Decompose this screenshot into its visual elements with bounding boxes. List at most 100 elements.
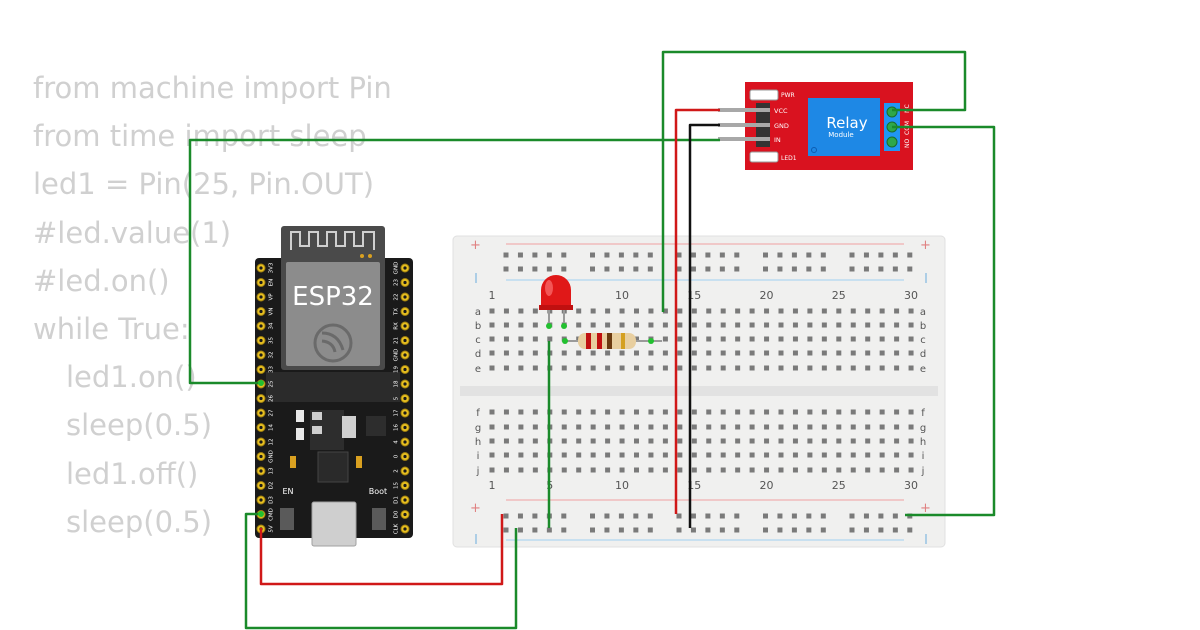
breadboard-hole[interactable]: [778, 322, 784, 328]
breadboard-hole[interactable]: [662, 467, 668, 473]
rail-hole[interactable]: [849, 252, 855, 258]
breadboard-hole[interactable]: [706, 438, 712, 444]
breadboard-hole[interactable]: [836, 350, 842, 356]
breadboard-hole[interactable]: [662, 350, 668, 356]
breadboard-hole[interactable]: [634, 365, 639, 371]
rail-hole[interactable]: [719, 252, 725, 258]
breadboard-hole[interactable]: [850, 350, 856, 356]
rail-hole[interactable]: [503, 527, 509, 533]
breadboard-hole[interactable]: [561, 438, 567, 444]
rail-hole[interactable]: [546, 252, 552, 258]
rail-hole[interactable]: [647, 252, 653, 258]
breadboard-hole[interactable]: [735, 424, 741, 430]
breadboard-hole[interactable]: [792, 409, 798, 415]
rail-hole[interactable]: [633, 266, 639, 272]
breadboard-hole[interactable]: [590, 322, 596, 328]
breadboard-hole[interactable]: [662, 308, 668, 314]
breadboard-hole[interactable]: [821, 365, 827, 371]
rail-hole[interactable]: [907, 527, 913, 533]
breadboard-hole[interactable]: [764, 308, 770, 314]
breadboard-hole[interactable]: [836, 424, 842, 430]
rail-hole[interactable]: [561, 513, 567, 519]
breadboard-hole[interactable]: [879, 424, 885, 430]
breadboard-hole[interactable]: [908, 467, 914, 473]
rail-hole[interactable]: [791, 252, 797, 258]
rail-hole[interactable]: [676, 252, 682, 258]
breadboard-hole[interactable]: [518, 438, 524, 444]
breadboard-hole[interactable]: [749, 409, 755, 415]
breadboard-hole[interactable]: [518, 452, 524, 458]
breadboard-hole[interactable]: [894, 438, 900, 444]
breadboard-hole[interactable]: [634, 308, 639, 314]
breadboard-hole[interactable]: [677, 308, 683, 314]
rail-hole[interactable]: [705, 252, 711, 258]
rail-hole[interactable]: [734, 513, 740, 519]
rail-hole[interactable]: [907, 252, 913, 258]
breadboard-hole[interactable]: [691, 365, 697, 371]
rail-hole[interactable]: [546, 266, 552, 272]
rail-hole[interactable]: [561, 266, 567, 272]
breadboard-hole[interactable]: [648, 350, 654, 356]
rail-hole[interactable]: [604, 266, 610, 272]
breadboard-hole[interactable]: [561, 467, 567, 473]
breadboard-hole[interactable]: [634, 452, 639, 458]
breadboard-hole[interactable]: [735, 308, 741, 314]
breadboard-hole[interactable]: [677, 365, 683, 371]
rail-hole[interactable]: [604, 513, 610, 519]
breadboard-hole[interactable]: [489, 438, 495, 444]
breadboard-hole[interactable]: [590, 467, 596, 473]
breadboard-hole[interactable]: [619, 438, 625, 444]
breadboard-hole[interactable]: [619, 467, 625, 473]
breadboard-hole[interactable]: [503, 350, 509, 356]
rail-hole[interactable]: [503, 513, 509, 519]
breadboard-hole[interactable]: [532, 424, 538, 430]
breadboard-hole[interactable]: [894, 322, 900, 328]
rail-hole[interactable]: [590, 252, 595, 258]
rail-hole[interactable]: [546, 527, 552, 533]
breadboard-hole[interactable]: [778, 438, 784, 444]
rail-hole[interactable]: [590, 513, 595, 519]
rail-hole[interactable]: [806, 266, 812, 272]
breadboard-hole[interactable]: [908, 336, 914, 342]
rail-hole[interactable]: [690, 252, 696, 258]
breadboard-hole[interactable]: [532, 365, 538, 371]
breadboard-hole[interactable]: [792, 452, 798, 458]
rail-hole[interactable]: [763, 266, 768, 272]
breadboard-hole[interactable]: [706, 308, 712, 314]
breadboard-hole[interactable]: [850, 467, 856, 473]
breadboard-hole[interactable]: [706, 467, 712, 473]
breadboard-hole[interactable]: [576, 308, 582, 314]
breadboard-hole[interactable]: [778, 409, 784, 415]
breadboard-hole[interactable]: [503, 467, 509, 473]
breadboard-hole[interactable]: [677, 336, 683, 342]
breadboard-hole[interactable]: [691, 336, 697, 342]
breadboard-hole[interactable]: [749, 308, 755, 314]
rail-hole[interactable]: [618, 527, 624, 533]
rail-hole[interactable]: [690, 527, 696, 533]
breadboard-hole[interactable]: [850, 322, 856, 328]
breadboard-hole[interactable]: [518, 308, 524, 314]
breadboard-hole[interactable]: [908, 308, 914, 314]
breadboard-hole[interactable]: [749, 467, 755, 473]
breadboard-hole[interactable]: [662, 365, 668, 371]
breadboard-hole[interactable]: [706, 452, 712, 458]
breadboard-hole[interactable]: [720, 438, 726, 444]
breadboard-hole[interactable]: [619, 350, 625, 356]
breadboard-hole[interactable]: [706, 409, 712, 415]
breadboard-hole[interactable]: [677, 424, 683, 430]
breadboard-hole[interactable]: [720, 322, 726, 328]
breadboard-hole[interactable]: [821, 350, 827, 356]
breadboard-hole[interactable]: [634, 322, 639, 328]
breadboard-hole[interactable]: [532, 322, 538, 328]
breadboard-hole[interactable]: [894, 467, 900, 473]
breadboard-hole[interactable]: [605, 322, 611, 328]
breadboard-hole[interactable]: [489, 452, 495, 458]
breadboard-hole[interactable]: [778, 452, 784, 458]
rail-hole[interactable]: [604, 527, 610, 533]
breadboard-hole[interactable]: [821, 322, 827, 328]
breadboard-hole[interactable]: [576, 322, 582, 328]
breadboard-hole[interactable]: [532, 467, 538, 473]
rail-hole[interactable]: [590, 527, 595, 533]
rail-hole[interactable]: [676, 513, 682, 519]
breadboard-hole[interactable]: [619, 365, 625, 371]
